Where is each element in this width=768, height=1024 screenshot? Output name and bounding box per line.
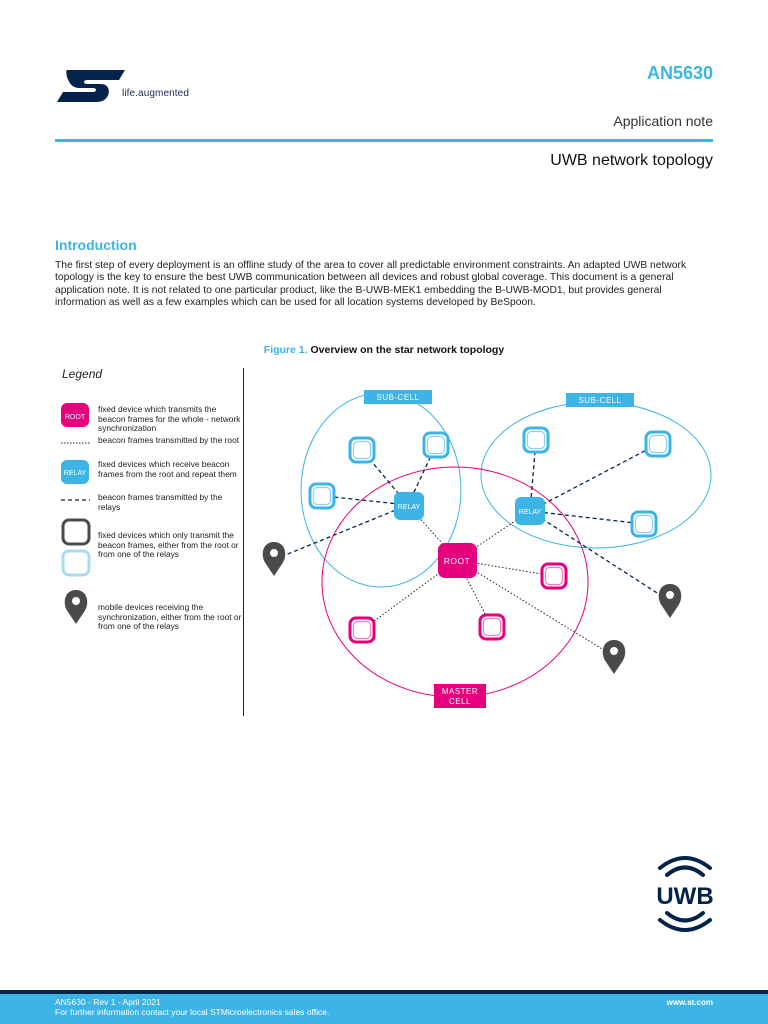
legend-divider bbox=[243, 368, 244, 716]
legend-root-beacon-description: beacon frames transmitted by the root bbox=[98, 435, 240, 445]
footer-revision: AN5630 - Rev 1 - April 2021 bbox=[55, 997, 161, 1007]
sub-cell-right-boundary bbox=[480, 401, 712, 549]
anchor-master-right bbox=[540, 562, 568, 590]
uwb-logo: UWB bbox=[656, 856, 714, 932]
figure-caption: Figure 1. Overview on the star network t… bbox=[0, 344, 768, 356]
root-node: ROOT bbox=[438, 543, 477, 578]
footer-top-rule bbox=[0, 990, 768, 994]
legend-anchor-cyan-icon bbox=[61, 549, 91, 577]
relay-left-node: RELAY bbox=[394, 492, 424, 520]
footer-contact-info: For further information contact your loc… bbox=[55, 1007, 330, 1017]
legend-root-icon: ROOT bbox=[61, 403, 89, 427]
relay-right-node: RELAY bbox=[515, 497, 545, 525]
legend-mobile-description: mobile devices receiving the synchroniza… bbox=[98, 602, 242, 632]
mobile-pin-left bbox=[262, 542, 286, 576]
document-type: Application note bbox=[613, 113, 713, 129]
anchor-left-mid bbox=[308, 482, 336, 510]
mobile-pin-bottom bbox=[602, 640, 626, 674]
svg-text:RELAY: RELAY bbox=[519, 509, 542, 516]
anchor-right-bottom bbox=[630, 510, 658, 538]
anchor-master-bottom bbox=[478, 613, 506, 641]
svg-text:SUB-CELL: SUB-CELL bbox=[578, 396, 621, 405]
legend-anchor-description: fixed devices which only transmit the be… bbox=[98, 530, 239, 560]
sub-cell-right-label: SUB-CELL bbox=[566, 393, 634, 407]
mobile-pin-right bbox=[658, 584, 682, 618]
anchor-left-top bbox=[348, 436, 376, 464]
legend-root-label: ROOT bbox=[65, 414, 86, 421]
legend-relay-description: fixed devices which receive beacon frame… bbox=[98, 459, 237, 479]
st-logo bbox=[57, 70, 125, 102]
svg-text:SUB-CELL: SUB-CELL bbox=[376, 393, 419, 402]
anchor-right-topright bbox=[644, 430, 672, 458]
legend-mobile-pin-icon bbox=[64, 590, 88, 624]
master-cell-label: MASTER CELL bbox=[434, 684, 486, 708]
page-title: UWB network topology bbox=[550, 152, 713, 169]
legend-relay-icon: RELAY bbox=[61, 460, 89, 484]
svg-text:CELL: CELL bbox=[449, 697, 471, 706]
legend-root-description: fixed device which transmits the beacon … bbox=[98, 404, 241, 434]
svg-text:MASTER: MASTER bbox=[442, 687, 478, 696]
svg-text:RELAY: RELAY bbox=[398, 504, 421, 511]
document-id: AN5630 bbox=[646, 63, 713, 83]
footer-url-link[interactable]: www.st.com bbox=[666, 998, 713, 1007]
figure-caption-text: Overview on the star network topology bbox=[310, 344, 505, 356]
figure-number: Figure 1. bbox=[263, 344, 308, 356]
footer-band bbox=[0, 990, 768, 1024]
sub-cell-left-label: SUB-CELL bbox=[364, 390, 432, 404]
legend-title: Legend bbox=[62, 367, 103, 381]
logo-tagline: life.augmented bbox=[122, 88, 190, 99]
legend-relay-label: RELAY bbox=[64, 470, 87, 477]
anchor-right-top bbox=[522, 426, 550, 454]
anchor-master-left bbox=[348, 616, 376, 644]
anchor-left-topright bbox=[422, 431, 450, 459]
uwb-logo-text: UWB bbox=[656, 883, 713, 910]
legend-anchor-dark-icon bbox=[61, 518, 91, 546]
legend-relay-beacon-description: beacon frames transmitted by the relays bbox=[98, 492, 223, 512]
header-rule bbox=[55, 139, 713, 142]
intro-paragraph: The first step of every deployment is an… bbox=[55, 260, 687, 308]
intro-heading: Introduction bbox=[55, 237, 137, 253]
svg-text:ROOT: ROOT bbox=[444, 556, 471, 566]
